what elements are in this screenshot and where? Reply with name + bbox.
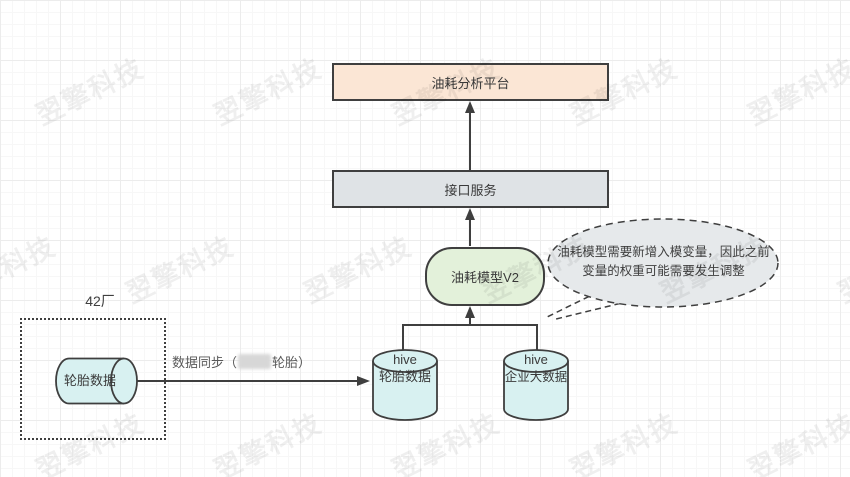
cylinder-shape	[503, 349, 569, 421]
bubble-line-2: 变量的权重可能需要发生调整	[582, 264, 745, 278]
edge-label-prefix: 数据同步（	[172, 355, 238, 370]
group-label-factory-42: 42厂	[85, 293, 115, 309]
node-interface-service: 接口服务	[332, 170, 609, 208]
node-fuel-analysis-platform: 油耗分析平台	[332, 63, 609, 101]
cylinder-top	[503, 349, 569, 373]
node-fuel-model-v2: 油耗模型V2	[425, 247, 545, 306]
datastore-label: 轮胎数据	[63, 373, 116, 388]
cylinder-body	[55, 357, 124, 405]
edge-label-suffix: 轮胎）	[272, 355, 312, 370]
node-label: 油耗模型V2	[451, 270, 519, 285]
connector-datastores-junction	[402, 324, 538, 351]
cylinder-body	[372, 361, 438, 421]
bubble-line-1: 油耗模型需要新增入模变量，因此之前	[557, 245, 770, 259]
cylinder-shape	[372, 349, 438, 421]
bubble-tail	[544, 291, 631, 320]
datastore-hive-enterprise: hive 企业大数据	[503, 349, 569, 421]
cylinder-top	[372, 349, 438, 373]
cylinder-shape	[55, 357, 138, 405]
datastore-title: hive	[393, 352, 417, 367]
arrowhead-up-platform	[465, 101, 475, 113]
bubble-ellipse	[547, 218, 779, 308]
arrowhead-right-hive	[357, 376, 370, 386]
datastore-label: 轮胎数据	[378, 369, 431, 384]
cylinder-body	[503, 361, 569, 421]
redacted-text	[238, 354, 272, 369]
arrowhead-up-interface	[465, 208, 475, 220]
datastore-label: 企业大数据	[504, 370, 568, 384]
arrowhead-up-model	[465, 306, 475, 318]
bubble-annotation: 油耗模型需要新增入模变量，因此之前 变量的权重可能需要发生调整	[548, 243, 779, 281]
datastore-hive-tire: hive 轮胎数据	[372, 349, 438, 421]
node-label: 接口服务	[444, 182, 497, 198]
group-box-factory-42	[20, 318, 166, 440]
edge-label-data-sync: 数据同步（ 轮胎）	[172, 352, 311, 371]
datastore-title: hive	[524, 352, 548, 367]
node-label: 油耗分析平台	[431, 75, 510, 91]
cylinder-cap	[110, 357, 138, 405]
datastore-tire-source: 轮胎数据	[53, 357, 139, 405]
